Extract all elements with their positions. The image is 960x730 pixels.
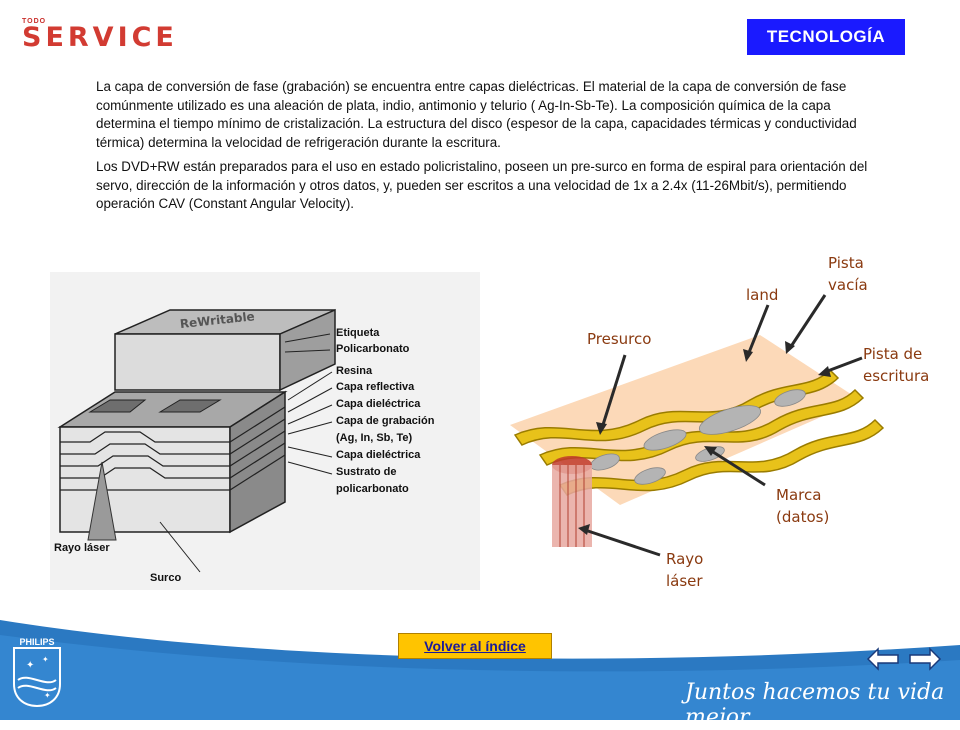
label-land: land — [746, 286, 779, 304]
paragraph-2: Los DVD+RW están preparados para el uso … — [96, 159, 868, 211]
logo-small-text: TODO — [22, 18, 47, 25]
philips-brand-text: PHILIPS — [19, 637, 54, 647]
body-text: La capa de conversión de fase (grabación… — [96, 78, 886, 220]
disc-layer-illustration: ReWritable — [50, 272, 480, 590]
label-capa-reflectiva: Capa reflectiva — [336, 381, 415, 393]
label-rayo-laser-left: Rayo láser — [54, 542, 110, 554]
previous-arrow-icon[interactable] — [866, 646, 900, 672]
label-presurco: Presurco — [587, 330, 652, 348]
label-pista-vacia: Pista vacía — [828, 254, 868, 294]
label-capa-dielectrica-1: Capa dieléctrica — [336, 398, 421, 410]
label-capa-grabacion: Capa de grabación — [336, 415, 435, 427]
label-etiqueta: Etiqueta — [336, 327, 380, 339]
label-sustrato: Sustrato de — [336, 466, 397, 478]
footer-wave — [0, 620, 960, 720]
paragraph-1: La capa de conversión de fase (grabación… — [96, 79, 857, 150]
label-resina: Resina — [336, 365, 373, 377]
svg-text:✦: ✦ — [26, 660, 34, 671]
svg-text:✦: ✦ — [42, 655, 49, 664]
label-surco: Surco — [150, 572, 182, 584]
philips-logo: PHILIPS ✦ ✦ ✦ — [10, 636, 64, 708]
track-illustration — [510, 294, 885, 557]
disc-layer-diagram: ReWritable Etiqueta Policarbonato Resi — [50, 272, 480, 590]
label-capa-dielectrica-2: Capa dieléctrica — [336, 449, 421, 461]
back-to-index-button[interactable]: Volver al índice — [398, 633, 552, 659]
label-policarbonato-2: policarbonato — [336, 483, 409, 495]
track-diagram: Pista vacía land Presurco Pista de escri… — [500, 250, 950, 595]
label-rayo-laser-right: Rayo láser — [666, 550, 704, 590]
next-arrow-icon[interactable] — [908, 646, 942, 672]
label-pista-escritura: Pista de escritura — [863, 345, 930, 385]
label-policarbonato: Policarbonato — [336, 343, 410, 355]
svg-text:✦: ✦ — [44, 691, 51, 700]
label-aleacion: (Ag, In, Sb, Te) — [336, 432, 413, 444]
section-badge: TECNOLOGÍA — [747, 19, 905, 55]
slogan: Juntos hacemos tu vida mejor — [685, 680, 945, 730]
logo-main-text: SERVICE — [22, 22, 178, 53]
label-marca: Marca (datos) — [776, 486, 830, 526]
